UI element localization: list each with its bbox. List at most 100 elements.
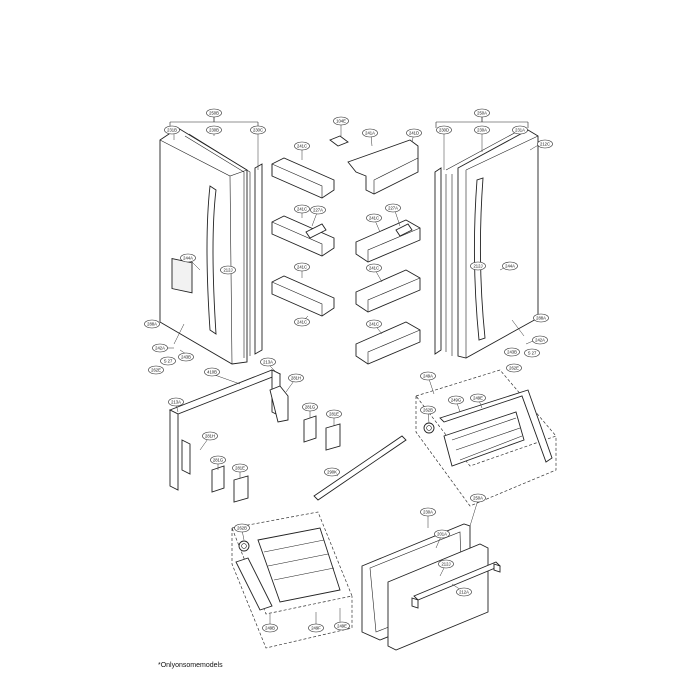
callout-label: 212J: [441, 562, 450, 567]
callout-basket-c4: 241C: [294, 317, 310, 327]
callout-drawer-handle: 212J: [438, 559, 454, 569]
callout-bubble: [262, 623, 278, 633]
callout-label: 249A: [423, 374, 433, 379]
callout-basket-a1: 241C: [294, 204, 310, 214]
callout-bubble: [504, 347, 520, 357]
callout-bubble: [474, 108, 490, 118]
callout-label: 250A: [477, 111, 487, 116]
callout-handle-left: 212J: [220, 265, 236, 275]
callout-bubble: [180, 253, 196, 263]
callout-rail-left-part-a: 249F: [308, 623, 324, 633]
callout-bubble: [333, 116, 349, 126]
callout-bubble: [168, 397, 184, 407]
callout-hinge-cover: 104E: [333, 116, 349, 126]
callout-bubble: [420, 371, 436, 381]
callout-label: 249E: [473, 396, 483, 401]
callout-label: 241C: [297, 265, 307, 270]
callout-bubble: [202, 431, 218, 441]
callout-label: S 27: [528, 351, 537, 356]
mullion-assembly: [168, 369, 407, 503]
callout-bubble: [438, 559, 454, 569]
callout-bubble: [152, 343, 168, 353]
callout-mullion-hinge: 281H: [288, 373, 304, 383]
callout-bubble: [220, 265, 236, 275]
callout-label: 281E: [329, 412, 339, 417]
footnote: *Onlyonsomemodels: [158, 662, 223, 669]
callout-bubble: [160, 356, 176, 366]
callout-drawer-assembly: 250A: [470, 493, 486, 503]
callout-bubble: [294, 141, 310, 151]
callout-bubble: [308, 623, 324, 633]
callout-rail-part-b: 249E: [470, 393, 486, 403]
callout-bubble: [512, 125, 528, 135]
callout-label: 230A: [477, 128, 487, 133]
callout-label: 410B: [207, 370, 217, 375]
callout-label: 241C: [297, 144, 307, 149]
callout-drawer-front-part: 201A: [434, 529, 450, 539]
callout-basket-a1-part: 227A: [310, 205, 326, 215]
callout-gasket-right-top: 231A: [512, 125, 528, 135]
callout-bubble: [502, 261, 518, 271]
callout-label: 230D: [439, 128, 449, 133]
callout-bubble: [366, 319, 382, 329]
callout-label: 241C: [297, 207, 307, 212]
callout-bubble: [406, 128, 422, 138]
callout-bubble: [524, 348, 540, 358]
callout-label: 262B: [423, 408, 433, 413]
callout-label: 241C: [369, 216, 379, 221]
callout-bubble: [324, 467, 340, 477]
callout-label: 262B: [237, 526, 247, 531]
callout-hinge-right-b: 242A: [532, 335, 548, 345]
callout-label: 281E: [235, 466, 245, 471]
callout-label: 212J: [223, 268, 232, 273]
callout-bubble: [474, 125, 490, 135]
callout-mullion-hinge-b: 281H: [202, 431, 218, 441]
callout-screw-right: S 27: [524, 348, 540, 358]
callout-label: 241C: [297, 320, 307, 325]
callout-label: 290K: [327, 470, 337, 475]
callout-label: 241A: [365, 131, 375, 136]
callout-bubble: [164, 125, 180, 135]
callout-mullion-rail: 410B: [204, 367, 220, 377]
callout-label: 262E: [509, 366, 519, 371]
callout-label: 231A: [515, 128, 525, 133]
callout-label: 262E: [151, 368, 161, 373]
callout-hinge-left-c: 243B: [178, 352, 194, 362]
callout-label: 281G: [305, 405, 315, 410]
left-door-assembly: [159, 116, 263, 365]
callout-label: 281H: [291, 376, 301, 381]
callout-door-right-handle-part: 212C: [537, 139, 553, 149]
callout-basket-c2: 241C: [366, 263, 382, 273]
callout-door-panel-right: 244A: [502, 261, 518, 271]
callout-rail-left-part-b: 249E: [334, 621, 350, 631]
callout-label: 249B: [265, 626, 275, 631]
callout-label: 243B: [507, 350, 517, 355]
callout-label: 201A: [437, 532, 447, 537]
callout-rail-part-a: 249G: [448, 395, 464, 405]
callout-label: 212J: [473, 264, 482, 269]
callout-bubble: [506, 363, 522, 373]
callout-spacer-a: 281G: [302, 402, 318, 412]
callout-gasket-right: 230A: [474, 125, 490, 135]
callout-label: 212A: [459, 590, 469, 595]
callout-label: 244A: [505, 264, 515, 269]
callout-bubble: [385, 203, 401, 213]
callout-basket-b1: 241C: [294, 262, 310, 272]
callout-bubble: [434, 529, 450, 539]
drawer-assembly: [361, 523, 501, 651]
right-door-assembly: [434, 116, 539, 359]
callout-rail-roller-right: 262B: [420, 405, 436, 415]
door-bins: [271, 135, 421, 365]
callout-hinge-left: 288A: [144, 319, 160, 329]
callout-label: 241D: [409, 131, 419, 136]
callout-label: 243B: [181, 355, 191, 360]
callout-bubble: [288, 373, 304, 383]
callout-gasket-strip: 290K: [324, 467, 340, 477]
callout-label: 227A: [313, 208, 323, 213]
callout-door-assembly-left: 250B: [206, 108, 222, 118]
callout-bubble: [178, 352, 194, 362]
callout-bubble: [366, 213, 382, 223]
callout-label: 250A: [473, 496, 483, 501]
callout-label: 241C: [369, 322, 379, 327]
